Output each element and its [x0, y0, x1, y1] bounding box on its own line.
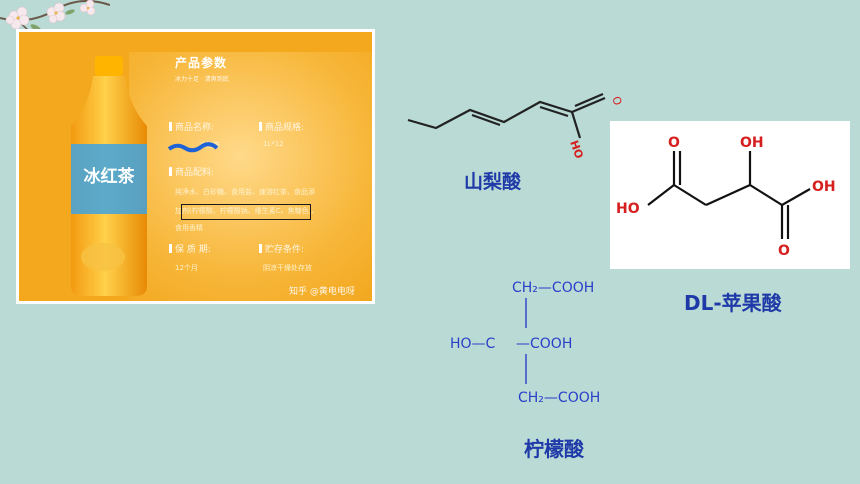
additive-highlight-box: [181, 204, 311, 220]
malic-o-bottom: O: [778, 243, 790, 259]
storage-value: 阴凉干燥处存放: [263, 264, 312, 272]
ice-tea-bottle-image: 冰红茶: [71, 56, 147, 296]
malic-o-left: O: [668, 135, 680, 151]
spec-value: 1L*12: [263, 140, 284, 148]
sorbic-hydroxyl: HO: [567, 139, 586, 161]
ingredients-line-1: 纯净水、白砂糖、食用盐、速溶红茶、食品添: [175, 188, 315, 196]
scribble-mark: [167, 142, 219, 153]
spec-label: 商品规格:: [259, 120, 304, 133]
ingredients-line-2: 加剂(柠檬酸、柠檬酸钠、维生素C、焦糖色)、: [175, 207, 319, 215]
malic-acid-structure: O OH OH HO O: [610, 121, 850, 269]
panel-title: 产品参数: [175, 56, 228, 70]
citric-bottom-group: CH₂—COOH: [518, 390, 600, 406]
citric-middle-right: —COOH: [516, 336, 572, 352]
citric-acid-structure: CH₂—COOH HO—C —COOH CH₂—COOH: [450, 280, 600, 406]
product-image-panel: 冰红茶 产品参数 冰力十足 · 清爽到底 商品名称: 冰红茶 商品规格: 1L*…: [16, 29, 375, 304]
citric-top-group: CH₂—COOH: [512, 280, 594, 296]
ingredients-line-3: 食用香精: [175, 224, 203, 232]
sorbic-acid-caption: 山梨酸: [464, 171, 522, 193]
citric-middle-left: HO—C: [450, 336, 496, 352]
storage-label: 贮存条件:: [259, 242, 304, 255]
citric-acid-caption: 柠檬酸: [524, 437, 584, 461]
malic-ho-left: HO: [616, 201, 640, 217]
watermark: 知乎 @黄电电呀: [289, 287, 355, 297]
panel-glow: [129, 52, 372, 301]
name-label: 商品名称:: [169, 120, 214, 133]
malic-acid-caption: DL-苹果酸: [684, 291, 782, 315]
ingredients-label: 商品配料:: [169, 165, 214, 178]
blossom-decoration: [0, 0, 110, 46]
sorbic-acid-structure: O HO: [407, 92, 624, 161]
panel-subtitle: 冰力十足 · 清爽到底: [175, 76, 229, 83]
shelf-life-value: 12个月: [175, 264, 198, 272]
bottle-label: 冰红茶: [84, 166, 136, 187]
shelf-life-label: 保 质 期:: [169, 242, 211, 255]
sorbic-oxygen: O: [609, 95, 624, 108]
malic-oh-right: OH: [812, 179, 836, 195]
malic-oh-top: OH: [740, 135, 764, 151]
